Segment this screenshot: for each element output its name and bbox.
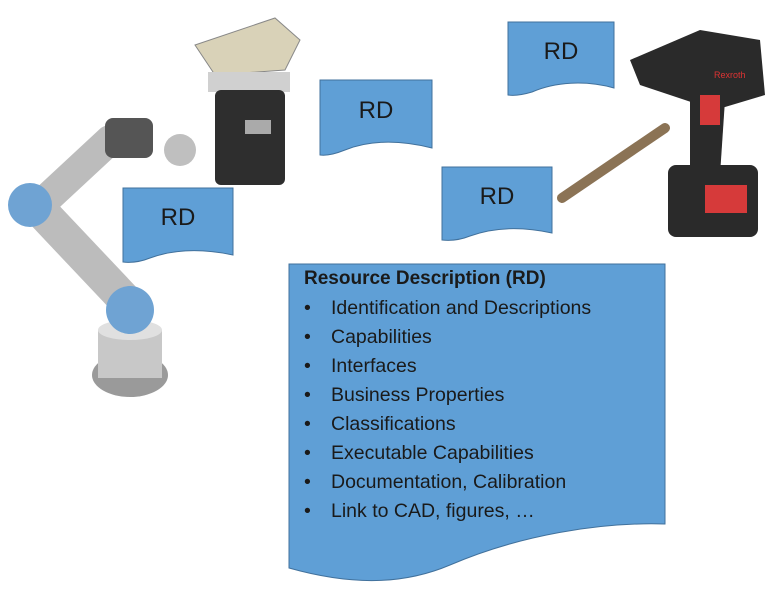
rd-shape-bit bbox=[441, 166, 553, 241]
list-item: •Classifications bbox=[304, 413, 456, 435]
resource-description-list: •Identification and Descriptions •Capabi… bbox=[304, 296, 591, 528]
list-item: •Capabilities bbox=[304, 326, 432, 348]
list-item: •Executable Capabilities bbox=[304, 442, 534, 464]
list-item-text: Link to CAD, figures, … bbox=[331, 500, 535, 522]
screwdriver-image: Rexroth bbox=[630, 30, 765, 237]
list-item-text: Interfaces bbox=[331, 355, 417, 377]
list-item: •Interfaces bbox=[304, 355, 417, 377]
rd-label-bit: RD bbox=[479, 183, 515, 210]
list-item: •Business Properties bbox=[304, 384, 505, 406]
tool-brand-logo: Rexroth bbox=[714, 70, 746, 80]
resource-description-title: Resource Description (RD) bbox=[304, 268, 546, 289]
list-item: •Documentation, Calibration bbox=[304, 471, 567, 493]
list-item-text: Executable Capabilities bbox=[331, 442, 534, 464]
rd-label-gripper: RD bbox=[358, 97, 394, 124]
list-item: •Identification and Descriptions bbox=[304, 297, 592, 319]
rd-shape-robot bbox=[122, 187, 234, 263]
resource-description-shape bbox=[288, 263, 666, 582]
gripper-image bbox=[194, 17, 301, 185]
robot-arm-image bbox=[8, 118, 196, 397]
rd-shape-screwdriver bbox=[507, 21, 615, 96]
rd-shape-gripper bbox=[319, 79, 433, 156]
rd-label-robot: RD bbox=[160, 204, 196, 231]
screwdriver-bit-image bbox=[557, 123, 670, 203]
list-item-text: Identification and Descriptions bbox=[331, 297, 592, 319]
rd-label-screwdriver: RD bbox=[543, 38, 579, 65]
list-item: •Link to CAD, figures, … bbox=[304, 500, 535, 522]
list-item-text: Documentation, Calibration bbox=[331, 471, 567, 493]
list-item-text: Business Properties bbox=[331, 384, 505, 406]
list-item-text: Classifications bbox=[331, 413, 456, 435]
list-item-text: Capabilities bbox=[331, 326, 432, 348]
